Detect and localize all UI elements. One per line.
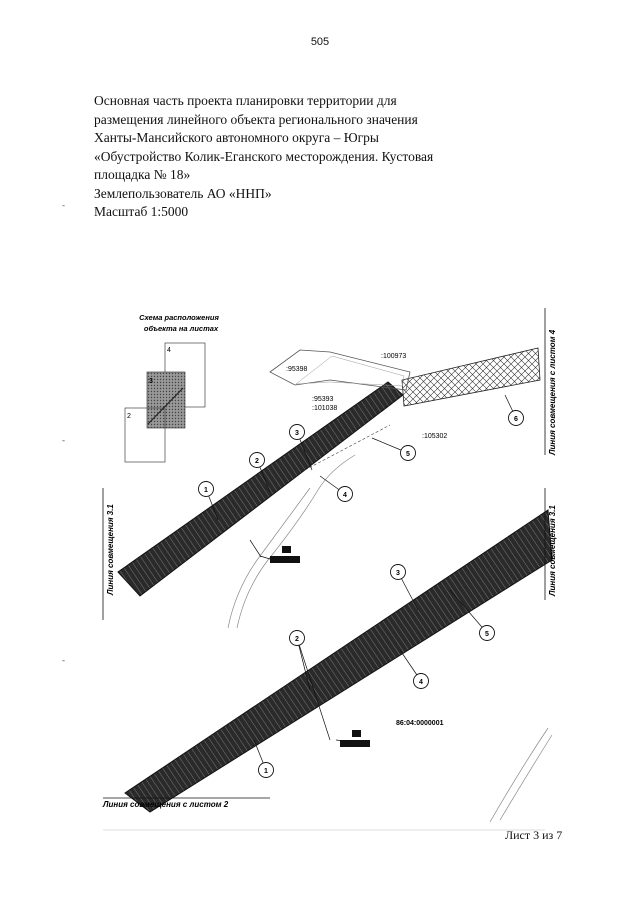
svg-text:Линия совмещения с листом 2: Линия совмещения с листом 2 (102, 800, 229, 809)
header-line-5: площадка № 18» (94, 167, 191, 182)
document-header: Основная часть проекта планировки террит… (94, 92, 554, 222)
parcel-label-101038: :101038 (312, 405, 337, 412)
svg-text:2: 2 (295, 636, 299, 643)
lower-markers: 1 2 3 4 5 (258, 564, 495, 778)
inset-title-1: Схема расположения (139, 313, 219, 322)
margin-mark: - (62, 435, 65, 445)
svg-text:6: 6 (514, 416, 518, 423)
header-line-6: Землепользователь АО «ННП» (94, 185, 272, 201)
header-line-7: Масштаб 1:5000 (94, 204, 189, 219)
lower-corridor-band (124, 509, 553, 813)
header-line-2: размещения линейного объекта регионально… (94, 111, 418, 127)
building-marker-lower (340, 730, 370, 747)
margin-mark: - (62, 200, 65, 210)
page-number: 505 (310, 36, 330, 48)
marker-upper-6: 6 (508, 410, 524, 426)
svg-text:1: 1 (204, 487, 208, 494)
marker-upper-4: 4 (337, 486, 353, 502)
svg-text:5: 5 (485, 631, 489, 638)
parcel-label-100973: :100973 (381, 353, 406, 360)
match-line-bottom: Линия совмещения с листом 2 (102, 797, 270, 809)
marker-lower-3: 3 (390, 564, 406, 580)
svg-text:Линия совмещения 3.1: Линия совмещения 3.1 (548, 505, 557, 597)
header-line-1: Основная часть проекта планировки террит… (94, 93, 397, 108)
parcel-label-95398: :95398 (286, 366, 308, 373)
upper-markers: 1 2 3 4 5 6 (198, 410, 524, 502)
inset-label-2: 2 (127, 413, 131, 420)
marker-upper-3: 3 (289, 424, 305, 440)
parcel-label-105302: :105302 (422, 433, 447, 440)
match-line-right: Линия совмещения 3.1 (544, 488, 557, 600)
marker-lower-2: 2 (289, 630, 305, 646)
svg-text:3: 3 (396, 570, 400, 577)
inset-label-4: 4 (167, 347, 171, 354)
svg-text:5: 5 (406, 451, 410, 458)
road-upper (236, 454, 356, 629)
svg-text:2: 2 (255, 458, 259, 465)
header-line-4: «Обустройство Колик-Еганского месторожде… (94, 148, 434, 164)
inset-scheme (124, 342, 206, 463)
sheet-number: Лист 3 из 7 (505, 828, 563, 842)
building-marker-upper (259, 546, 300, 563)
svg-text:Линия совмещения с листом 4: Линия совмещения с листом 4 (548, 329, 557, 456)
parcel-label-95393: :95393 (312, 396, 334, 403)
road-lower (499, 734, 553, 821)
parcel-label-quarter: 86:04:0000001 (396, 720, 444, 727)
marker-upper-5: 5 (400, 445, 416, 461)
marker-upper-1: 1 (198, 481, 214, 497)
pad-parcel-95398 (269, 349, 411, 391)
upper-corridor (117, 347, 541, 629)
marker-lower-4: 4 (413, 673, 429, 689)
svg-text:4: 4 (419, 679, 423, 686)
svg-text:Линия совмещения 3.1: Линия совмещения 3.1 (106, 504, 115, 596)
marker-lower-1: 1 (258, 762, 274, 778)
svg-text:3: 3 (295, 430, 299, 437)
marker-upper-2: 2 (249, 452, 265, 468)
svg-text:1: 1 (264, 768, 268, 775)
marker-lower-5: 5 (479, 625, 495, 641)
svg-text:4: 4 (343, 492, 347, 499)
inset-title-2: объекта на листах (144, 324, 219, 333)
header-line-3: Ханты-Мансийского автономного округа – Ю… (94, 130, 379, 145)
upper-corridor-branch (401, 347, 541, 407)
inset-sheet-2 (124, 407, 166, 463)
match-line-left: Линия совмещения 3.1 (102, 488, 115, 620)
margin-mark: - (62, 655, 65, 665)
match-line-top-right: Линия совмещения с листом 4 (544, 308, 557, 456)
lower-corridor (124, 509, 553, 823)
inset-label-3: 3 (149, 378, 153, 385)
